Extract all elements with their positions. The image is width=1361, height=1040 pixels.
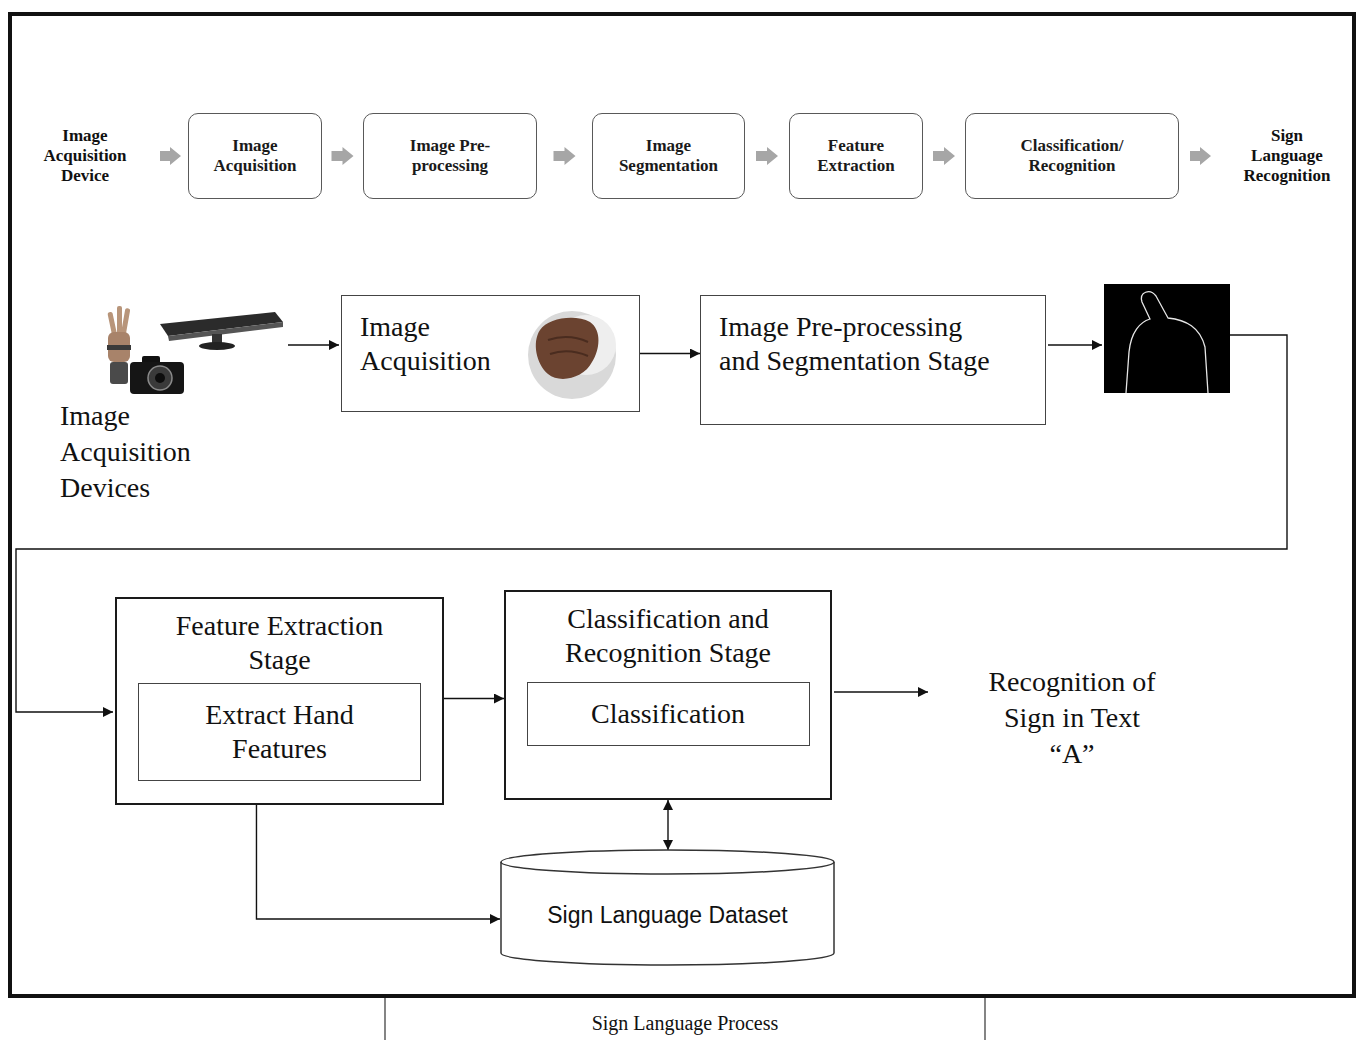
depth-sensor-face: [168, 322, 283, 341]
stage-group-box: Feature Extraction StageExtract Hand Fea…: [115, 597, 444, 805]
camera-lens: [148, 366, 172, 390]
glove-wrist: [110, 362, 128, 384]
flow-line: [1048, 344, 1102, 345]
depth-sensor-base: [199, 342, 235, 350]
node-text: Classification: [538, 697, 798, 731]
process-box: Image Segmentation: [592, 113, 745, 199]
camera-lens-glass: [155, 373, 165, 383]
flow-arrow: [554, 147, 576, 165]
flow-end-label: Image Acquisition Device: [35, 126, 135, 186]
stage-heading: Feature Extraction Stage: [155, 609, 405, 677]
node-text: Image Acquisition: [201, 136, 309, 176]
process-box: Image Acquisition: [188, 113, 322, 199]
glove-palm: [108, 332, 130, 362]
node-text: Sign Language Dataset: [547, 901, 787, 929]
step-box: Extract Hand Features: [138, 683, 421, 781]
connector-line: [444, 698, 504, 699]
node-text: Image Segmentation: [605, 136, 732, 176]
connector-line: [640, 353, 700, 354]
glove-finger: [117, 306, 122, 336]
flow-line: [834, 691, 928, 692]
flow-arrow: [160, 147, 181, 165]
stage-group-box: Classification and Recognition StageClas…: [504, 590, 832, 800]
caption-border: [984, 998, 985, 1040]
result-label: Recognition of Sign in Text “A”: [982, 664, 1162, 772]
fist: [536, 318, 599, 379]
flow-end-label: Sign Language Recognition: [1236, 126, 1338, 186]
node-text: Image Pre-processing: [376, 136, 524, 176]
node-text: Image Acquisition: [360, 310, 525, 378]
hand-contour: [1126, 292, 1208, 393]
outer-frame: [10, 14, 1354, 996]
device-label: Image Acquisition Devices: [60, 398, 250, 506]
glove-band: [107, 345, 131, 350]
hand-photo: [528, 311, 616, 399]
process-box: Image Pre-processing: [363, 113, 537, 199]
figure-caption: Sign Language Process: [386, 1011, 984, 1035]
device-illustration: [107, 306, 283, 394]
fist-fold: [550, 352, 588, 356]
connector-line: [667, 800, 668, 850]
cylinder-rim: [501, 862, 834, 874]
fist-fold: [548, 337, 588, 342]
node-text: Image Pre-processing and Segmentation St…: [719, 310, 1004, 378]
node-text: Feature Extraction: [802, 136, 910, 176]
node-text: Extract Hand Features: [180, 698, 380, 766]
flow-arrow: [756, 147, 778, 165]
segmented-hand-image: [1104, 284, 1230, 393]
photo-ground: [528, 311, 616, 399]
flow-arrow: [332, 147, 354, 165]
image-ground: [1104, 284, 1230, 393]
connector-line: [256, 805, 500, 919]
dataset-cylinder: Sign Language Dataset: [500, 850, 835, 965]
flow-arrow: [1190, 147, 1211, 165]
stage-box: Image Pre-processing and Segmentation St…: [700, 295, 1046, 425]
node-text: Classification/ Recognition: [978, 136, 1166, 176]
process-box: Feature Extraction: [789, 113, 923, 199]
cylinder-body: [501, 850, 834, 965]
caption-border: [384, 998, 385, 1040]
step-box: Classification: [527, 682, 810, 746]
flow-line: [16, 335, 1287, 712]
stage-heading: Classification and Recognition Stage: [543, 602, 793, 670]
stage-box: Image Acquisition: [341, 295, 640, 412]
flow-line: [288, 344, 339, 345]
flow-arrow: [933, 147, 955, 165]
camera-body: [130, 362, 184, 394]
process-box: Classification/ Recognition: [965, 113, 1179, 199]
